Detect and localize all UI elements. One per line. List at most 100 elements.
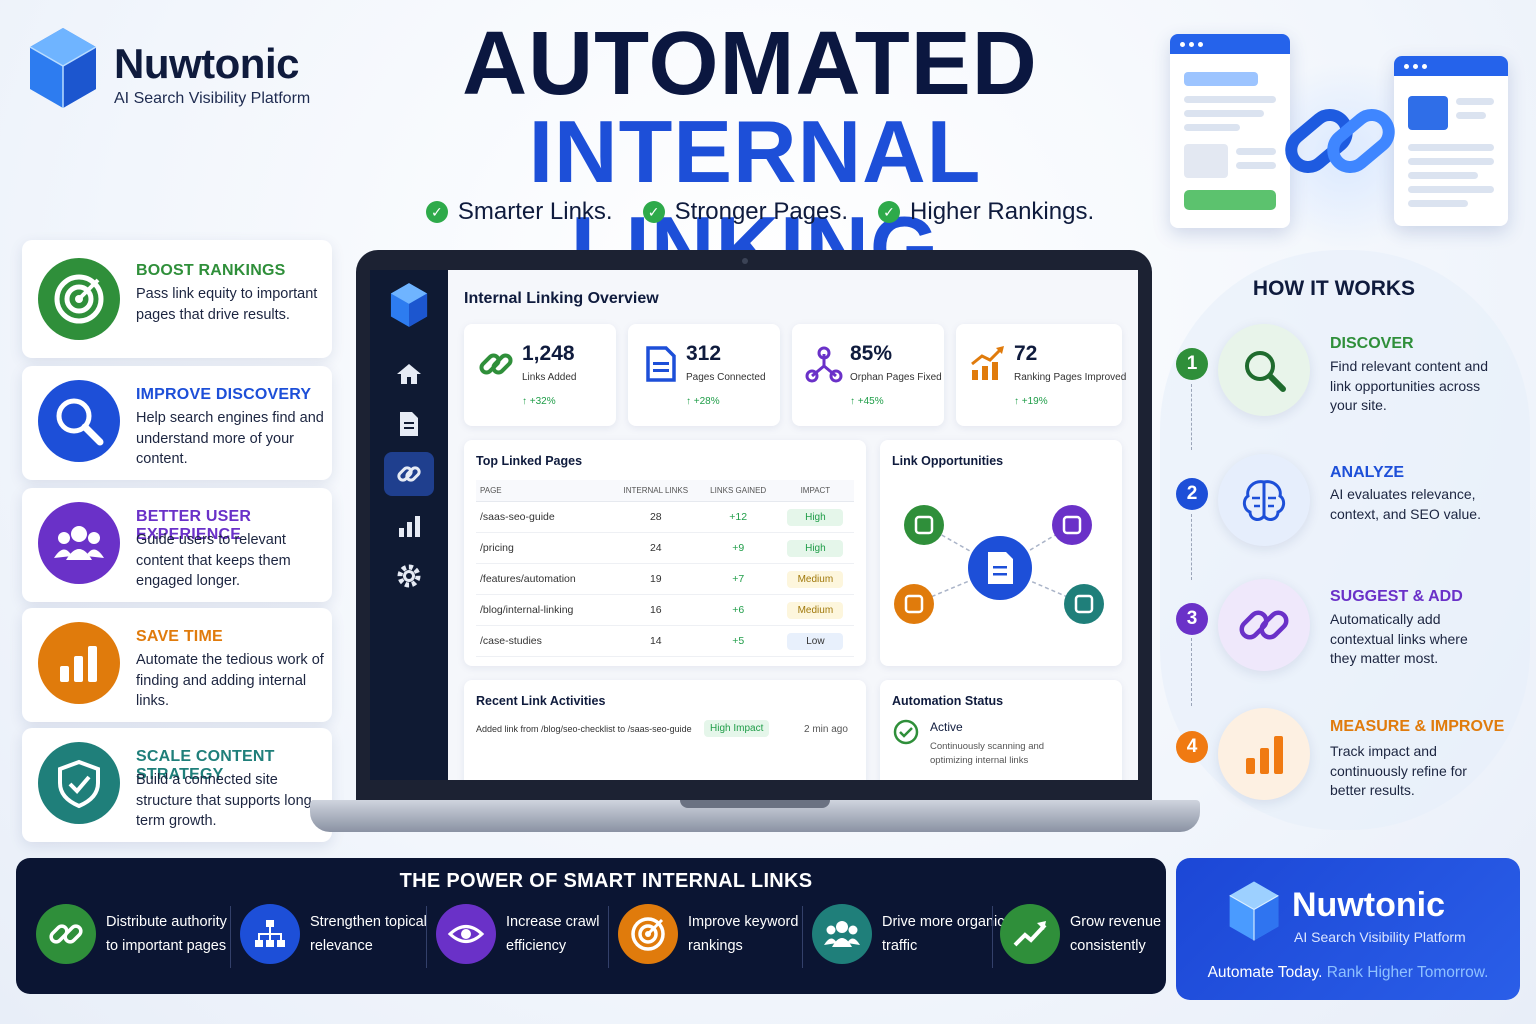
feature-card-scale-content: SCALE CONTENT STRATEGY Build a connected… (22, 728, 332, 842)
analytics-icon[interactable] (384, 504, 434, 548)
magnifier-icon (1218, 324, 1310, 416)
chain-link-icon (1285, 109, 1395, 173)
impact-badge: High (787, 508, 844, 526)
document-icon[interactable] (384, 402, 434, 446)
feature-title: SAVE TIME (136, 628, 223, 645)
step-desc: AI evaluates relevance, context, and SEO… (1330, 486, 1481, 522)
stat-value: 312 (686, 342, 722, 365)
step-number: 3 (1176, 603, 1208, 635)
laptop-notch (680, 800, 830, 808)
panel-title: Recent Link Activities (476, 694, 606, 708)
feature-desc: Automate the tedious work of finding and… (136, 652, 324, 709)
stat-label: Orphan Pages Fixed (850, 372, 942, 383)
stat-card-ranking-pages: 72 Ranking Pages Improved ↑ +19% (956, 324, 1126, 426)
node-icon (1064, 584, 1104, 624)
link-opportunities-panel: Link Opportunities (880, 440, 1122, 666)
nuwtonic-logo-icon (1229, 881, 1279, 941)
step-desc: Automatically add contextual links where… (1330, 611, 1468, 666)
check-icon: ✓ (425, 201, 448, 223)
activity-text: Added link from /blog/seo-checklist to /… (476, 724, 692, 734)
stat-change: ↑ +45% (850, 396, 884, 407)
title-line-1: AUTOMATED (462, 14, 1038, 114)
top-pages-table: PAGE INTERNAL LINKS LINKS GAINED IMPACT … (476, 480, 854, 657)
camera-dot (742, 258, 748, 264)
target-icon (38, 258, 120, 340)
impact-badge: Medium (787, 601, 844, 619)
stat-value: 1,248 (522, 342, 575, 365)
dashboard-title: Internal Linking Overview (464, 290, 659, 307)
magnifier-icon (38, 380, 120, 462)
activity-time: 2 min ago (804, 724, 848, 735)
stat-value: 72 (1014, 342, 1038, 365)
automation-state: Active (930, 720, 963, 734)
panel-title: Link Opportunities (892, 454, 1004, 468)
linked-pages-illustration (1160, 30, 1520, 250)
brand-tagline: AI Search Visibility Platform (114, 90, 311, 107)
cta-card: Nuwtonic AI Search Visibility Platform A… (1176, 858, 1520, 1000)
power-banner: THE POWER OF SMART INTERNAL LINKS Distri… (16, 858, 1166, 994)
page-window-left (1170, 34, 1290, 228)
step-title: ANALYZE (1330, 464, 1405, 481)
cta-slogan: Automate Today. Rank Higher Tomorrow. (1207, 964, 1489, 981)
automation-desc: Continuously scanning and optimizing int… (930, 741, 1045, 766)
divider (230, 906, 231, 968)
column-header: PAGE (476, 480, 612, 502)
step-title: DISCOVER (1330, 335, 1414, 352)
nuwtonic-logo-icon (390, 283, 428, 327)
dashboard-screen: Internal Linking Overview 1,248 Links Ad… (370, 270, 1138, 780)
step-number: 4 (1176, 731, 1208, 763)
feature-desc: Help search engines find and understand … (136, 410, 324, 467)
home-icon[interactable] (384, 352, 434, 396)
step-connector (1191, 384, 1192, 450)
app-sidebar (370, 270, 448, 780)
tagline-item: ✓Stronger Pages. (642, 198, 848, 226)
sitemap-icon (240, 904, 300, 964)
check-circle-icon (893, 719, 919, 745)
recent-activities-panel: Recent Link Activities Added link from /… (464, 680, 866, 780)
feature-desc: Guide users to relevant content that kee… (136, 532, 291, 589)
network-icon (805, 346, 843, 383)
link-icon[interactable] (384, 452, 434, 496)
document-icon (646, 346, 676, 382)
impact-badge: High (787, 539, 844, 557)
settings-gear-icon[interactable] (384, 554, 434, 598)
impact-badge: High Impact (704, 720, 770, 737)
cta-brand-name: Nuwtonic (1292, 886, 1445, 924)
stat-card-links-added: 1,248 Links Added ↑ +32% (464, 324, 616, 426)
panel-title: Top Linked Pages (476, 454, 583, 468)
step-connector (1191, 638, 1192, 706)
column-header: LINKS GAINED (699, 480, 777, 502)
bar-chart-icon (1218, 708, 1310, 800)
shield-icon (38, 742, 120, 824)
column-header: IMPACT (776, 480, 854, 502)
step-desc: Track impact and continuously refine for… (1330, 743, 1467, 798)
step-connector (1191, 514, 1192, 580)
divider (992, 906, 993, 968)
feature-card-improve-discovery: IMPROVE DISCOVERY Help search engines fi… (22, 366, 332, 480)
impact-badge: Medium (787, 570, 844, 588)
stat-change: ↑ +32% (522, 396, 556, 407)
stat-value: 85% (850, 342, 893, 365)
link-graph (894, 505, 1104, 624)
step-title: SUGGEST & ADD (1330, 588, 1463, 605)
tagline-item: ✓Higher Rankings. (878, 198, 1094, 226)
nuwtonic-logo-icon (29, 28, 97, 108)
feature-card-save-time: SAVE TIME Automate the tedious work of f… (22, 608, 332, 722)
link-icon (1218, 579, 1310, 671)
feature-title: SCALE CONTENT STRATEGY (136, 748, 275, 783)
divider (802, 906, 803, 968)
stat-label: Ranking Pages Improved (1014, 372, 1127, 383)
node-icon (894, 584, 934, 624)
stat-label: Links Added (522, 372, 577, 383)
feature-desc: Pass link equity to important pages that… (136, 286, 318, 323)
impact-badge: Low (787, 632, 844, 650)
